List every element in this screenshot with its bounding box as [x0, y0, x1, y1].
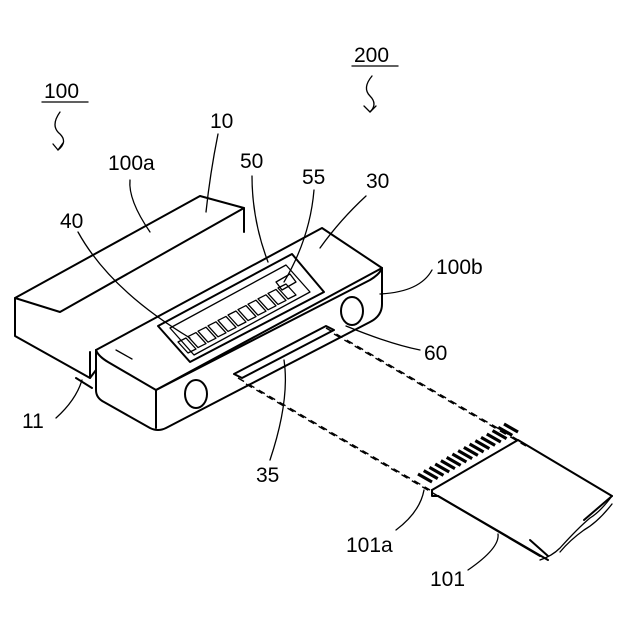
first-housing-100a [15, 196, 244, 388]
label-101a: 101a [346, 534, 393, 557]
contact-pin [278, 284, 296, 299]
label-35: 35 [256, 464, 279, 487]
contact-pin [218, 316, 236, 331]
label-100: 100 [44, 80, 79, 103]
contact-pin [258, 295, 276, 310]
label-40: 40 [60, 210, 83, 233]
label-30: 30 [366, 170, 389, 193]
reference-labels: 100 200 10 100a 50 55 30 40 100b 60 11 3… [22, 44, 483, 591]
label-100b: 100b [436, 256, 483, 279]
contact-pin [198, 327, 216, 342]
label-100a: 100a [108, 152, 155, 175]
label-11: 11 [22, 410, 44, 433]
contact-pin [268, 289, 286, 304]
label-101: 101 [430, 568, 465, 591]
contact-pin [208, 322, 226, 337]
label-50: 50 [240, 150, 263, 173]
contact-pin [248, 300, 266, 315]
label-55: 55 [302, 166, 325, 189]
contact-pin [238, 306, 256, 321]
contact-pin [228, 311, 246, 326]
contact-pin [188, 333, 206, 348]
second-housing-100b [96, 228, 382, 430]
label-10: 10 [210, 110, 233, 133]
label-60: 60 [424, 342, 447, 365]
label-200: 200 [354, 44, 389, 67]
